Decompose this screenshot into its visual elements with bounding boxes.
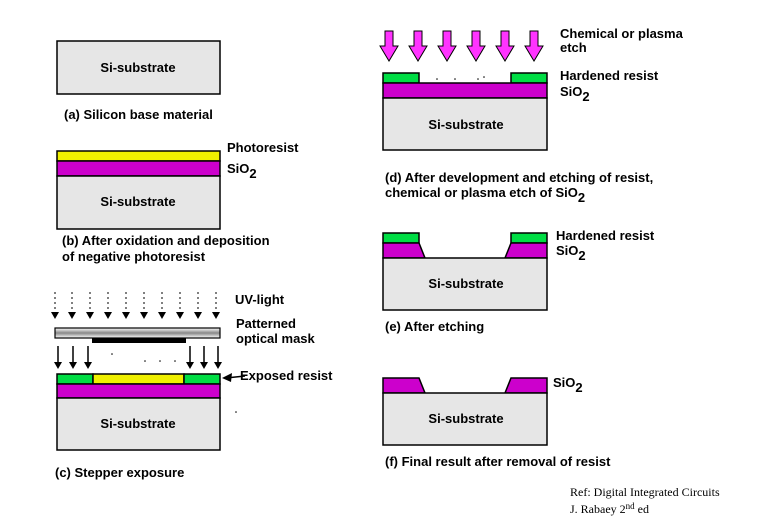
etch-label-line1: Chemical or plasma: [560, 26, 684, 41]
reference: Ref: Digital Integrated Circuits J. Raba…: [570, 485, 720, 516]
caption-d-line2: chemical or plasma etch of SiO2: [385, 185, 585, 205]
sio2-layer-b: [56, 160, 221, 177]
reference-line2: J. Rabaey 2nd ed: [570, 501, 649, 516]
caption-f: (f) Final result after removal of resist: [385, 454, 611, 469]
caption-e: (e) After etching: [385, 319, 484, 334]
step-f: Si-substrate SiO2 (f) Final result after…: [382, 375, 611, 469]
substrate-label-f: Si-substrate: [428, 411, 503, 426]
substrate-e: [382, 257, 548, 311]
caption-b-line2: of negative photoresist: [62, 249, 206, 264]
caption-b-line1: (b) After oxidation and deposition: [62, 233, 270, 248]
substrate-label-a: Si-substrate: [100, 60, 175, 75]
substrate-label-b: Si-substrate: [100, 194, 175, 209]
sio2-layer-d: [382, 82, 548, 99]
hardened-resist-right-d: [510, 72, 548, 84]
exposed-resist-right: [183, 373, 221, 385]
exposed-resist-label: Exposed resist: [240, 368, 333, 383]
hardened-resist-right-e: [510, 232, 548, 244]
sio2-layer-c: [56, 383, 221, 399]
sio2-right-f: [503, 377, 548, 394]
mask-label-line1: Patterned: [236, 316, 296, 331]
optical-mask: [54, 327, 221, 339]
photoresist-label: Photoresist: [227, 140, 299, 155]
photoresist-layer-b: [56, 150, 221, 162]
substrate-c: [56, 397, 221, 451]
sio2-left-e: [382, 242, 427, 259]
step-c: UV-light Patterned optical mask Si-subst…: [51, 292, 333, 480]
blocked-dots: [111, 353, 176, 362]
residue-dots: [436, 76, 485, 80]
mask-opaque-region: [92, 338, 186, 343]
sio2-label-b: SiO2: [227, 161, 257, 181]
etch-arrows: [379, 30, 544, 62]
caption-c: (c) Stepper exposure: [55, 465, 184, 480]
step-a: Si-substrate (a) Silicon base material: [56, 40, 221, 122]
etch-label-line2: etch: [560, 40, 587, 55]
step-d: Chemical or plasma etch Si-substrate Har…: [379, 26, 684, 205]
substrate-b: [56, 175, 221, 230]
uv-arrowheads-through: [54, 362, 222, 369]
unexposed-resist: [92, 373, 185, 385]
reference-line1: Ref: Digital Integrated Circuits: [570, 485, 720, 499]
substrate-d: [382, 97, 548, 151]
substrate-a: [56, 40, 221, 95]
exposed-resist-left: [56, 373, 94, 385]
uv-light-label: UV-light: [235, 292, 285, 307]
sio2-label-f: SiO2: [553, 375, 583, 395]
sio2-label-e: SiO2: [556, 243, 586, 263]
caption-a: (a) Silicon base material: [64, 107, 213, 122]
substrate-label-d: Si-substrate: [428, 117, 503, 132]
substrate-label-c: Si-substrate: [100, 416, 175, 431]
sio2-right-e: [503, 242, 548, 259]
step-b: Si-substrate Photoresist SiO2 (b) After …: [56, 140, 299, 264]
hardened-resist-left-d: [382, 72, 420, 84]
hardened-resist-left-e: [382, 232, 420, 244]
sio2-label-d: SiO2: [560, 84, 590, 104]
uv-arrows-top: [54, 292, 217, 312]
sio2-left-f: [382, 377, 427, 394]
step-e: Si-substrate Hardened resist SiO2 (e) Af…: [382, 228, 655, 334]
mask-label-line2: optical mask: [236, 331, 316, 346]
exposed-pointer-head: [222, 373, 232, 382]
uv-arrowheads-top: [51, 312, 220, 319]
caption-d-line1: (d) After development and etching of res…: [385, 170, 653, 185]
substrate-f: [382, 392, 548, 446]
hardened-label-e: Hardened resist: [556, 228, 655, 243]
hardened-label-d: Hardened resist: [560, 68, 659, 83]
substrate-label-e: Si-substrate: [428, 276, 503, 291]
uv-arrows-through: [57, 346, 219, 362]
